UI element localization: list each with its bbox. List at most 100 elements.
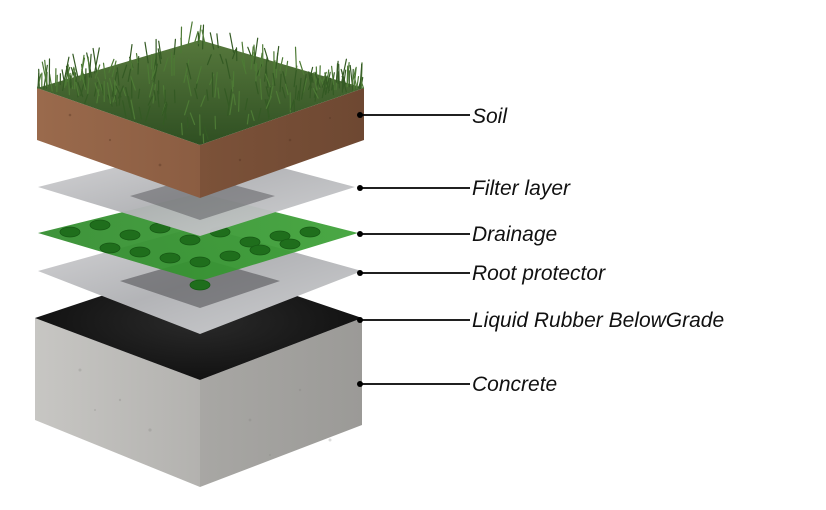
grass-blade bbox=[37, 72, 40, 89]
grass-blade bbox=[129, 58, 134, 71]
grass-blade bbox=[194, 88, 198, 100]
grass-blade bbox=[247, 46, 252, 57]
grass-blade bbox=[217, 87, 220, 99]
grass-blade bbox=[300, 74, 307, 100]
grass-icon bbox=[37, 21, 365, 145]
grass-blade bbox=[63, 56, 70, 82]
grass-blade bbox=[88, 53, 92, 78]
grass-blade bbox=[72, 53, 79, 77]
grass-blade bbox=[290, 99, 295, 111]
grass-blade bbox=[81, 68, 84, 80]
grass-blade bbox=[338, 63, 340, 89]
grass-blade bbox=[257, 107, 262, 121]
drainage-dimple bbox=[89, 219, 111, 231]
grass-blade bbox=[227, 89, 233, 116]
grass-blade bbox=[356, 76, 360, 87]
grass-blade bbox=[186, 75, 192, 97]
grass-blade bbox=[258, 52, 263, 77]
grass-blade bbox=[279, 73, 282, 93]
leader-dot bbox=[357, 185, 363, 191]
grass-blade bbox=[121, 64, 128, 79]
drainage-dimple bbox=[239, 236, 261, 248]
grass-blade bbox=[162, 103, 168, 126]
grass-blade bbox=[268, 85, 272, 108]
label-text-soil: Soil bbox=[472, 105, 508, 128]
grass-blade bbox=[115, 85, 122, 98]
grass-blade bbox=[122, 100, 127, 118]
grass-blade bbox=[216, 33, 219, 49]
grass-blade bbox=[163, 56, 169, 72]
grass-blade bbox=[275, 45, 280, 69]
label-text-concrete: Concrete bbox=[472, 373, 557, 396]
label-text-liquid-rubber: Liquid Rubber BelowGrade bbox=[472, 309, 724, 332]
grass-blade bbox=[209, 32, 215, 50]
grass-blade bbox=[96, 88, 100, 104]
grass-blade bbox=[148, 82, 154, 98]
leader-dot bbox=[357, 112, 363, 118]
grass-blade bbox=[321, 78, 327, 88]
grass-blade bbox=[229, 32, 235, 53]
label-text-filter-layer: Filter layer bbox=[472, 177, 571, 200]
grass-blade bbox=[232, 48, 237, 60]
grass-blade bbox=[294, 46, 297, 70]
grass-blade bbox=[157, 48, 162, 64]
grass-blade bbox=[63, 78, 66, 88]
grass-blade bbox=[94, 47, 100, 74]
drainage-dimple bbox=[179, 234, 201, 246]
grass-blade bbox=[153, 89, 157, 101]
grass-blade bbox=[359, 63, 363, 90]
grass-blade bbox=[251, 52, 254, 62]
grass-blade bbox=[349, 64, 354, 91]
grass-blade bbox=[241, 58, 247, 75]
grass-blade bbox=[137, 56, 140, 75]
drainage-dimple bbox=[59, 226, 81, 238]
grass-blade bbox=[151, 53, 156, 81]
grass-blade bbox=[94, 82, 100, 97]
grass-blade bbox=[184, 100, 190, 116]
grass-blade bbox=[285, 60, 289, 77]
grass-blade bbox=[122, 86, 127, 97]
grass-blade bbox=[256, 64, 263, 77]
grass-blade bbox=[117, 85, 124, 99]
grass-blade bbox=[246, 113, 250, 125]
grass-blade bbox=[206, 89, 209, 101]
grass-blade bbox=[259, 78, 263, 100]
grass-blade bbox=[263, 47, 269, 62]
grass-blade bbox=[233, 94, 236, 106]
grass-blade bbox=[101, 84, 105, 96]
grass-blade bbox=[61, 69, 65, 82]
grass-blade bbox=[299, 60, 305, 76]
grass-blade bbox=[326, 69, 330, 88]
label-drainage: Drainage bbox=[357, 223, 557, 246]
grass-blade bbox=[265, 86, 270, 97]
grass-blade bbox=[255, 81, 259, 95]
grass-blade bbox=[294, 85, 297, 100]
grass-blade bbox=[272, 72, 276, 86]
label-liquid-rubber: Liquid Rubber BelowGrade bbox=[357, 309, 724, 332]
grass-blade bbox=[70, 67, 77, 82]
grass-blade bbox=[275, 90, 281, 104]
grass-blade bbox=[173, 89, 176, 104]
grass-blade bbox=[93, 82, 98, 97]
grass-blade bbox=[161, 101, 168, 116]
grass-blade bbox=[200, 95, 206, 107]
grass-blade bbox=[310, 73, 314, 83]
grass-blade bbox=[127, 96, 134, 119]
grass-blade bbox=[130, 76, 136, 91]
grass-blade bbox=[144, 41, 149, 64]
grass-blade bbox=[331, 65, 335, 91]
drainage-dimple bbox=[219, 250, 241, 262]
grass-blade bbox=[309, 76, 312, 99]
grass-blade bbox=[153, 63, 158, 85]
grass-blade bbox=[342, 69, 347, 90]
grass-blade bbox=[137, 88, 141, 99]
grass-blade bbox=[298, 77, 302, 102]
grass-blade bbox=[238, 90, 240, 112]
grass-blade bbox=[135, 53, 139, 64]
label-root-protector: Root protector bbox=[357, 262, 606, 285]
grass-blade bbox=[67, 69, 70, 96]
grass-blade bbox=[255, 63, 258, 82]
grass-blade bbox=[147, 64, 150, 84]
grass-blade bbox=[158, 40, 162, 60]
